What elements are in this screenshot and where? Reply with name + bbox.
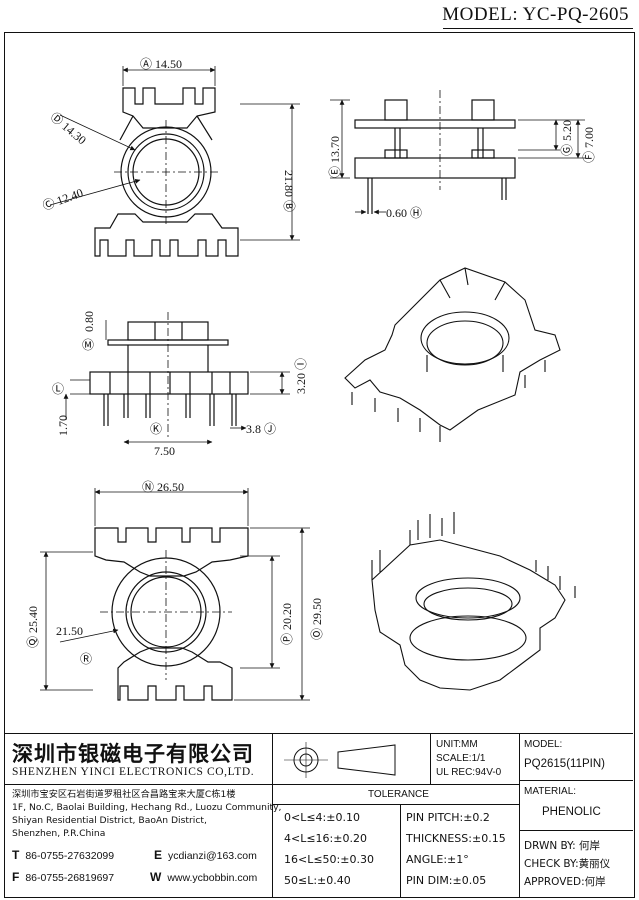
dim-B-value: 21.80 bbox=[282, 170, 296, 197]
scale: SCALE:1/1 bbox=[436, 753, 486, 764]
top-view-upper bbox=[49, 66, 300, 257]
dim-P: Ⓟ 20.20 bbox=[280, 602, 294, 645]
projection-symbol bbox=[284, 742, 396, 778]
divider bbox=[4, 784, 272, 785]
address-line-3: Shiyan Residential District, BaoAn Distr… bbox=[12, 815, 207, 826]
title-block: 深圳市银磁电子有限公司 SHENZHEN YINCI ELECTRONICS C… bbox=[4, 733, 633, 897]
dim-G-value: 5.20 bbox=[560, 119, 574, 141]
model-title: MODEL: YC-PQ-2605 bbox=[442, 4, 629, 25]
web-letter: W bbox=[150, 870, 162, 884]
dim-F-value: 7.00 bbox=[582, 126, 596, 148]
dim-B: 21.80 Ⓑ bbox=[282, 170, 296, 213]
address-line-4: Shenzhen, P.R.China bbox=[12, 828, 106, 839]
fax: F 86-0755-26819697 bbox=[12, 870, 114, 884]
material-value: PHENOLIC bbox=[542, 806, 601, 818]
bottom-view bbox=[40, 488, 310, 701]
dim-Q: Ⓠ 25.40 bbox=[26, 605, 40, 648]
tel-letter: T bbox=[12, 848, 20, 862]
tel: T 86-0755-27632099 bbox=[12, 848, 114, 862]
dim-I-value: 3.20 bbox=[294, 373, 308, 394]
pin-spec-row: PIN PITCH:±0.2 bbox=[406, 811, 490, 824]
tolerance-row: 50≤L:±0.40 bbox=[284, 874, 351, 887]
dim-R-value: 21.50 bbox=[56, 624, 83, 638]
dim-A: Ⓐ 14.50 bbox=[140, 57, 183, 71]
dim-K-value: 7.50 bbox=[154, 444, 175, 458]
email-value: ycdianzi@163.com bbox=[168, 850, 257, 862]
dim-N-value: 26.50 bbox=[157, 480, 185, 494]
dim-A-value: 14.50 bbox=[155, 57, 183, 71]
address-line-2: 1F, No.C, Baolai Building, Hechang Rd., … bbox=[12, 802, 282, 813]
divider bbox=[272, 734, 273, 897]
tolerance-row: 16<L≤50:±0.30 bbox=[284, 853, 374, 866]
divider bbox=[400, 804, 401, 897]
dim-P-value: 20.20 bbox=[280, 602, 294, 630]
email-letter: E bbox=[154, 848, 163, 862]
fax-letter: F bbox=[12, 870, 20, 884]
tolerance-label: TOLERANCE bbox=[368, 789, 429, 800]
pin-spec-row: PIN DIM:±0.05 bbox=[406, 874, 487, 887]
dim-G: Ⓖ 5.20 bbox=[560, 119, 574, 156]
dim-J: 3.8 Ⓙ bbox=[246, 422, 277, 436]
dim-F: Ⓕ 7.00 bbox=[582, 126, 596, 163]
divider bbox=[430, 734, 431, 784]
dim-I: 3.20 Ⓘ bbox=[294, 357, 308, 394]
tolerance-row: 4<L≤16:±0.20 bbox=[284, 832, 367, 845]
side-view-upper bbox=[330, 90, 585, 215]
model-label: MODEL: bbox=[524, 739, 563, 750]
drawn-by: DRWN BY: 何岸 bbox=[524, 840, 601, 852]
dim-K: Ⓚ bbox=[150, 422, 163, 436]
divider bbox=[272, 784, 519, 785]
address-line-1: 深圳市宝安区石岩街道罗租社区合昌路宝来大厦C栋1楼 bbox=[12, 789, 236, 800]
dim-M: Ⓜ bbox=[82, 338, 95, 352]
dim-N: Ⓝ 26.50 bbox=[142, 480, 185, 494]
dim-R: Ⓡ bbox=[80, 652, 93, 666]
fax-value: 86-0755-26819697 bbox=[25, 872, 115, 884]
title-underline bbox=[443, 28, 633, 29]
web-value: www.ycbobbin.com bbox=[167, 872, 258, 884]
divider bbox=[519, 830, 633, 831]
check-by: CHECK BY:黄丽仪 bbox=[524, 858, 611, 870]
dim-L-value: 1.70 bbox=[56, 415, 70, 436]
model-value: PQ2615(11PIN) bbox=[524, 758, 605, 770]
approved-by: APPROVED:何岸 bbox=[524, 876, 606, 888]
dim-E-value: 13.70 bbox=[328, 135, 342, 163]
dim-O-value: 29.50 bbox=[310, 597, 324, 625]
dim-H-value: 0.60 bbox=[386, 206, 407, 220]
dim-H: 0.60 Ⓗ bbox=[386, 206, 423, 220]
company-name-cn: 深圳市银磁电子有限公司 bbox=[12, 742, 254, 766]
front-view bbox=[63, 312, 290, 445]
dim-L: Ⓛ bbox=[52, 382, 65, 396]
isometric-view-top bbox=[344, 267, 561, 442]
isometric-view-bottom bbox=[371, 512, 576, 691]
dim-E: Ⓔ 13.70 bbox=[328, 135, 342, 178]
ul-rec: UL REC:94V-0 bbox=[436, 767, 502, 778]
unit: UNIT:MM bbox=[436, 739, 478, 750]
company-name-en: SHENZHEN YINCI ELECTRONICS CO,LTD. bbox=[12, 766, 255, 778]
tel-value: 86-0755-27632099 bbox=[25, 850, 115, 862]
tolerance-row: 0<L≤4:±0.10 bbox=[284, 811, 360, 824]
dim-O: Ⓞ 29.50 bbox=[310, 597, 324, 640]
divider bbox=[519, 780, 633, 781]
divider bbox=[519, 734, 520, 897]
dim-Q-value: 25.40 bbox=[26, 605, 40, 633]
drawing-frame bbox=[4, 32, 635, 898]
divider bbox=[272, 804, 519, 805]
dim-M-value: 0.80 bbox=[82, 311, 96, 332]
pin-spec-row: THICKNESS:±0.15 bbox=[406, 832, 506, 845]
dim-J-value: 3.8 bbox=[246, 422, 261, 436]
material-label: MATERIAL: bbox=[524, 786, 577, 797]
pin-spec-row: ANGLE:±1° bbox=[406, 853, 469, 866]
